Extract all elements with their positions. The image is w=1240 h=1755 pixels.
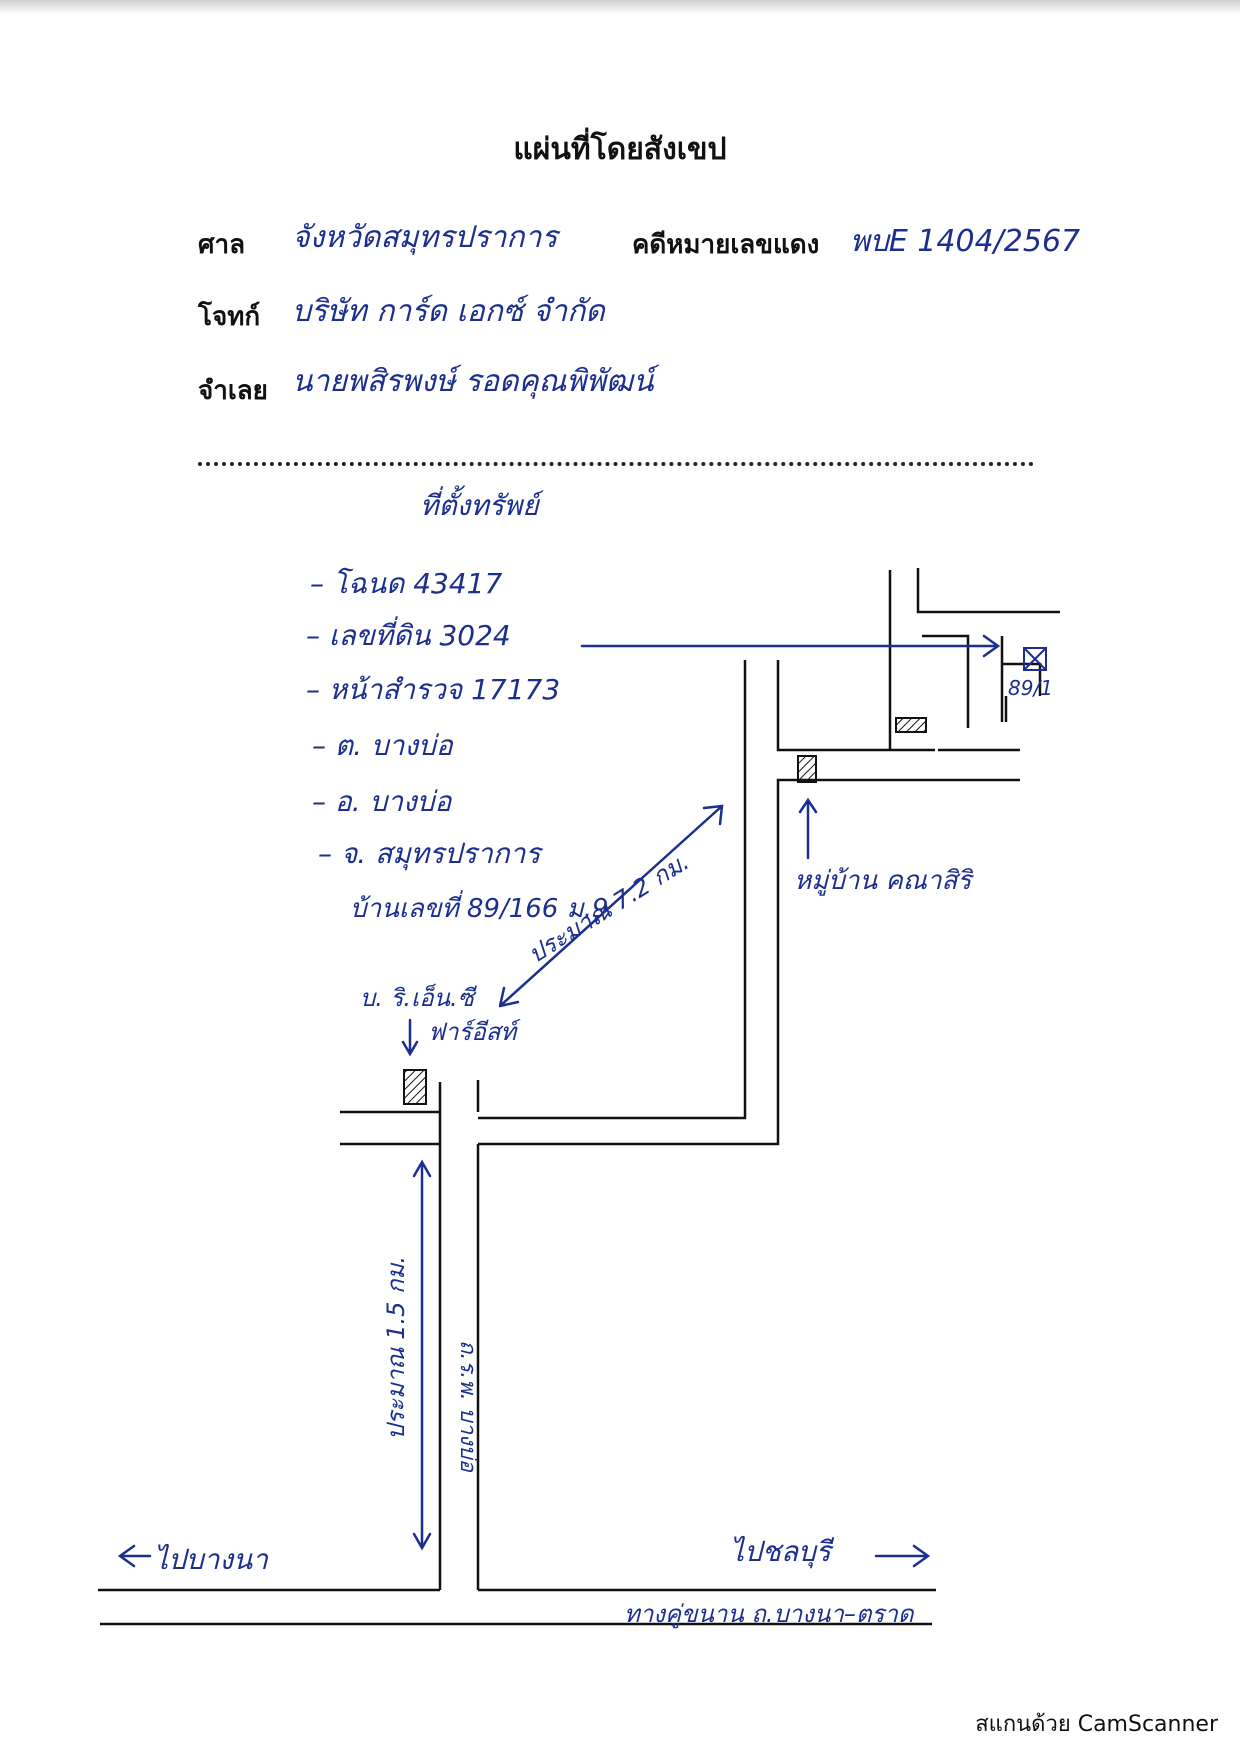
road-vertical [438, 1080, 480, 1590]
case-number-label: คดีหมายเลขแดง [632, 230, 820, 260]
entrance-plot-2 [895, 717, 927, 733]
court-value: จังหวัดสมุทรปราการ [292, 220, 558, 255]
page-title: แผ่นที่โดยสังเขป [513, 132, 727, 167]
arrow-to-bangna [117, 1544, 152, 1568]
arrow-distance-1-5 [412, 1159, 432, 1551]
road-highway [98, 1588, 936, 1626]
landmark-line2: ฟาร์อีสท์ [428, 1018, 517, 1046]
road-upper-horizontal [340, 660, 1020, 1146]
arrow-to-chonburi [874, 1544, 931, 1568]
property-address: บ้านเลขที่ 89/166 ม.9 [350, 894, 609, 924]
village-label: หมู่บ้าน คณาสิริ [794, 866, 972, 896]
property-item-land-number: – เลขที่ดิน 3024 [306, 619, 511, 652]
property-item-survey-page: – หน้าสำรวจ 17173 [306, 673, 561, 706]
plaintiff-label: โจทก์ [198, 302, 261, 332]
property-item-province: – จ. สมุทรปราการ [318, 837, 541, 870]
scan-edge [0, 0, 1240, 14]
case-number-value: พบE 1404/2567 [850, 224, 1081, 259]
entrance-plot-1 [797, 755, 817, 783]
scanner-watermark: สแกนด้วย CamScanner [975, 1712, 1218, 1737]
separator-dotted-line [198, 462, 1034, 466]
side-road-label: ถ.ร.พ. บางบ่อ [455, 1340, 480, 1472]
arrow-down-landmark [401, 1018, 419, 1057]
property-heading: ที่ตั้งทรัพย์ [420, 489, 539, 522]
arrow-up-village [798, 797, 818, 860]
plaintiff-value: บริษัท การ์ด เอกซ์ จำกัด [292, 294, 605, 329]
property-item-subdistrict: – ต. บางบ่อ [312, 729, 453, 762]
highway-label: ทางคู่ขนาน ถ.บางนา–ตราด [624, 1600, 914, 1628]
target-house-icon [1023, 647, 1047, 671]
defendant-label: จำเลย [198, 376, 268, 406]
village-block-lines [888, 568, 1060, 752]
house-number-label: 89/1 [1008, 676, 1053, 700]
defendant-value: นายพสิรพงษ์ รอดคุณพิพัฒน์ [292, 364, 654, 399]
property-item-district: – อ. บางบ่อ [312, 785, 452, 818]
arrow-to-house [580, 634, 1001, 658]
to-chonburi-label: ไปชลบุรี [730, 1535, 831, 1568]
court-label: ศาล [198, 230, 246, 260]
distance-1-5-label: ประมาณ 1.5 กม. [382, 1256, 410, 1440]
property-item-title-deed: – โฉนด 43417 [310, 567, 503, 600]
to-bangna-label: ไปบางนา [154, 1543, 268, 1576]
landmark-plot [403, 1069, 427, 1105]
arrow-distance-7-2 [498, 804, 724, 1008]
landmark-line1: บ. ริ.เอ็น.ซี [360, 984, 474, 1012]
